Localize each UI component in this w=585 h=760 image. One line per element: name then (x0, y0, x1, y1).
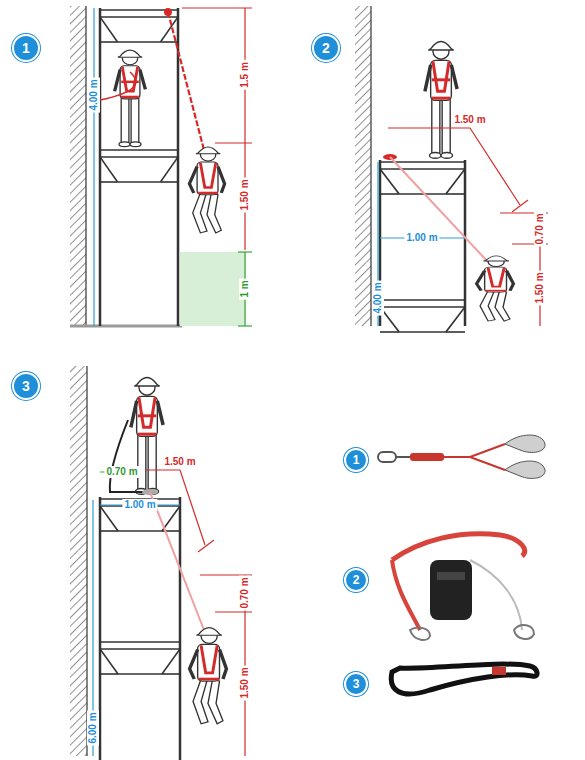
dimension-label: 0.70 m (534, 211, 546, 246)
callout-text: 1 (22, 40, 30, 56)
callout-number: 2 (344, 568, 368, 592)
dimension-label: 1.50 m (239, 665, 251, 700)
dimension-label: 0.70 m (104, 466, 139, 478)
dimension-label: 6.00 m (87, 710, 99, 745)
callout-text: 1 (353, 453, 360, 467)
callout-number: 3 (12, 372, 40, 400)
callout-number: 2 (312, 34, 340, 62)
dimension-label: 1.50 m (239, 177, 251, 212)
dimension-label: 1 m (239, 278, 251, 299)
dimension-label: 4.00 m (88, 77, 100, 112)
absorber-lanyard (392, 534, 534, 640)
dimension-label: 1.50 m (162, 456, 197, 468)
callout-number: 1 (12, 34, 40, 62)
dimension-label: 4.00 m (372, 280, 384, 315)
double-lanyard (378, 435, 545, 478)
dimension-label: 1.5 m (239, 60, 251, 90)
callout-text: 2 (353, 573, 360, 587)
callout-text: 3 (353, 677, 360, 691)
dimension-label: 0.70 m (239, 575, 251, 610)
callout-text: 2 (322, 40, 330, 56)
dimension-label: 1.50 m (534, 270, 546, 305)
callout-text: 3 (22, 378, 30, 394)
callout-number: 3 (344, 672, 368, 696)
callout-number: 1 (344, 448, 368, 472)
dimension-label: 1.00 m (404, 232, 439, 244)
dimension-label: 1.50 m (452, 114, 487, 126)
dimension-label: 1.00 m (122, 499, 157, 511)
sling (391, 664, 537, 694)
